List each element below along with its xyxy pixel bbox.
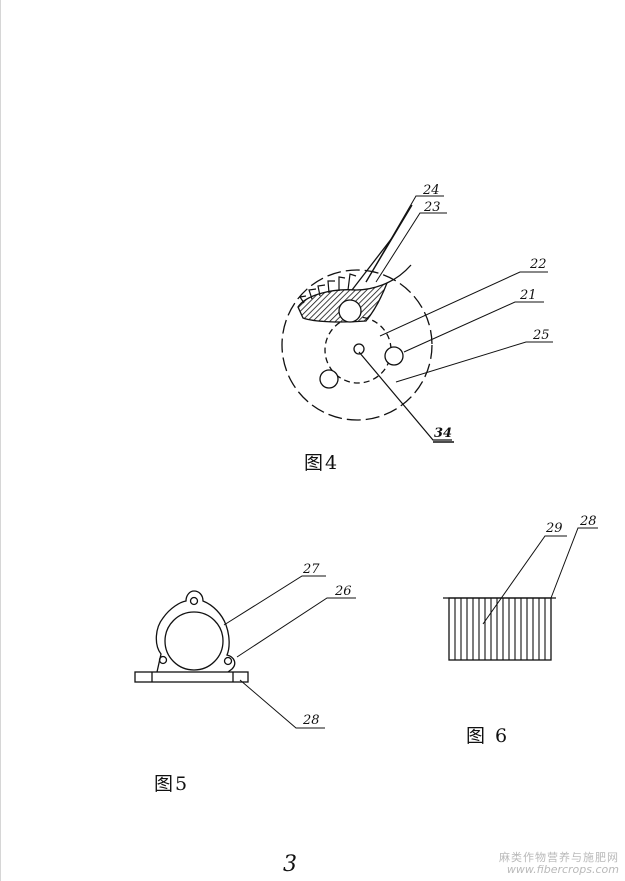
leader-line-28-fig6 (550, 527, 598, 599)
chute-line (351, 237, 393, 291)
part-label-23: 23 (424, 200, 441, 215)
figure-6-caption: 图 6 (466, 725, 510, 747)
base-plate (134, 671, 249, 683)
leader-line-21 (403, 301, 544, 353)
watermark-url: www.fibercrops.com (506, 863, 619, 877)
part-label-28: 28 (303, 713, 320, 728)
chute-wall (386, 264, 412, 284)
leader-line-26 (236, 597, 356, 658)
grid-block (448, 597, 552, 661)
roller-left (319, 369, 339, 389)
roller-top (338, 299, 362, 323)
part-label-34: 34 (434, 426, 453, 441)
bolt-hole-left (158, 655, 168, 665)
outer-dashed-circle (281, 269, 433, 421)
bolt-hole-top (189, 596, 199, 606)
leader-line-25 (395, 341, 553, 383)
leader-line-23 (375, 212, 447, 283)
leader-line-34 (358, 351, 452, 441)
part-label-29: 29 (546, 521, 563, 536)
leader-line-27 (223, 575, 326, 626)
part-label-26: 26 (335, 584, 352, 599)
housing-outline (155, 590, 236, 673)
part-label-22: 22 (530, 257, 547, 272)
figure-5-caption: 图5 (154, 773, 190, 795)
grid-bars (454, 598, 546, 660)
part-label-24: 24 (423, 183, 440, 198)
watermark: 麻类作物营养与施肥网 www.fibercrops.com (499, 850, 619, 877)
figure-4-drawing (281, 195, 553, 443)
leader-line-24 (365, 195, 444, 283)
figure-5-drawing (134, 575, 356, 729)
bolt-hole-right (223, 656, 233, 666)
roller-right (384, 346, 404, 366)
comb-teeth (298, 273, 357, 304)
watermark-site-name: 麻类作物营养与施肥网 (499, 850, 619, 864)
part-label-27: 27 (303, 562, 320, 577)
leader-line-28 (239, 679, 325, 729)
leader-line-22 (379, 271, 548, 337)
part-label-25: 25 (533, 328, 550, 343)
figure-4-caption: 图4 (304, 452, 340, 474)
figure-6-drawing (443, 527, 598, 661)
leader-line-29 (482, 535, 567, 625)
center-shaft (353, 343, 365, 355)
page-left-edge (0, 0, 1, 881)
page-number: 3 (283, 852, 297, 877)
housing-bore (164, 611, 224, 671)
part-label-21: 21 (520, 288, 537, 303)
part-label-28-fig6: 28 (580, 514, 597, 529)
